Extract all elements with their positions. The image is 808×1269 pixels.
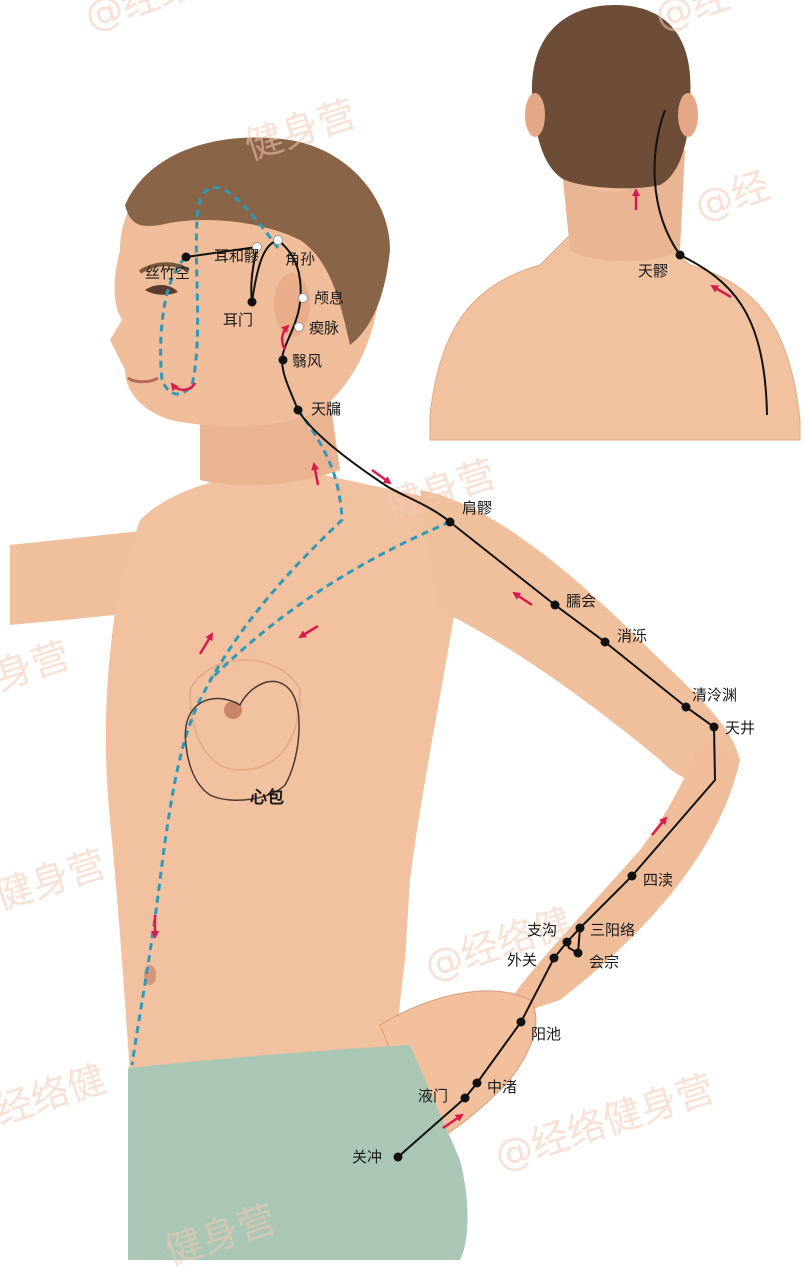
arrow	[298, 624, 319, 639]
watermark: 身营	[0, 633, 75, 698]
label-erheliao: 耳和髎	[214, 247, 259, 265]
arrow	[710, 284, 732, 299]
arm-meridian-line	[297, 409, 717, 1158]
acupoint-ermen	[247, 297, 257, 307]
arrow	[371, 468, 392, 485]
neck-meridian-line	[277, 239, 302, 411]
acupoint-tianjing	[709, 722, 719, 732]
label-chimai: 瘈脉	[309, 319, 339, 337]
acupoint-qinglengyuan	[681, 702, 691, 712]
back-view-hair	[531, 5, 691, 189]
acupoint-sanyangluo	[575, 923, 585, 933]
acupoint-yangchi	[516, 1017, 526, 1027]
acupoint-tianliao	[675, 250, 685, 260]
watermark: 健身营	[0, 841, 111, 918]
acupoint-jianliao	[445, 517, 455, 527]
acupoint-naohui	[550, 600, 560, 610]
label-sanyangluo: 三阳络	[590, 921, 635, 939]
acupoint-huizong	[573, 948, 583, 958]
acupoint-zhigou	[562, 937, 572, 947]
label-pericardium: 心包	[250, 787, 284, 808]
acupoint-sizhukong	[181, 252, 191, 262]
label-zhongzhu: 中渚	[487, 1078, 517, 1096]
acupoint-jiaosun	[273, 235, 283, 245]
acupoint-yemen	[460, 1093, 470, 1103]
shorts	[128, 1045, 468, 1260]
eye	[145, 284, 178, 295]
shoulder-internal-path	[208, 520, 451, 682]
mouth	[127, 376, 159, 384]
back-view-ear-left	[525, 93, 545, 137]
pectoral-shadow	[188, 659, 302, 772]
ear	[274, 273, 310, 337]
label-tianjing: 天井	[725, 719, 755, 737]
arrow	[280, 324, 290, 351]
front-view-figure	[10, 137, 740, 1260]
label-huizong: 会宗	[589, 953, 619, 971]
label-yifeng: 翳风	[292, 352, 322, 370]
acupoint-erheliao	[252, 242, 262, 252]
acupoint-dots	[181, 235, 719, 1162]
label-luxi: 颅息	[314, 289, 344, 307]
watermark: @经	[689, 163, 775, 228]
arrow	[442, 1113, 464, 1130]
acupoint-guanchong	[393, 1152, 403, 1162]
label-waiguan: 外关	[507, 951, 537, 969]
hair	[125, 137, 390, 345]
label-guanchong: 关冲	[352, 1148, 382, 1166]
acupoint-xiaoluo	[600, 637, 610, 647]
neck-internal-path	[130, 409, 344, 1066]
label-yangchi: 阳池	[531, 1025, 561, 1043]
acupoint-chimai	[294, 322, 304, 332]
watermark: @经	[649, 0, 735, 39]
acupoint-luxi	[298, 293, 308, 303]
right-forearm	[500, 740, 740, 1020]
back-view-shoulders	[429, 229, 801, 441]
watermark: @经络健身营	[489, 1066, 719, 1178]
label-tianliao: 天髎	[638, 262, 668, 280]
watermark: @经络	[79, 0, 201, 39]
nipple	[224, 701, 242, 719]
label-sidu: 四渎	[643, 871, 673, 889]
internal-branch-paths	[130, 185, 451, 1066]
watermark: 经络健	[0, 1056, 111, 1133]
back-view-ear-right	[678, 93, 698, 137]
acupoint-waiguan	[549, 953, 559, 963]
arrow	[651, 816, 668, 836]
arrow	[512, 591, 533, 607]
acupoint-tianyou	[293, 405, 303, 415]
label-jianliao: 肩髎	[462, 499, 492, 517]
label-naohui: 臑会	[566, 592, 596, 610]
label-ermen: 耳门	[223, 311, 253, 329]
label-zhigou: 支沟	[527, 921, 557, 939]
acupoint-yifeng	[278, 355, 288, 365]
acupoint-sidu	[627, 871, 637, 881]
pericardium-outline	[184, 680, 300, 801]
torso	[105, 470, 465, 1075]
arrow	[311, 462, 320, 486]
acupoint-labels: 丝竹空 耳和髎 角孙 耳门 颅息 瘈脉 翳风 天牖 肩髎 臑会 消泺 清泠渊 天…	[145, 247, 755, 1166]
label-tianyou: 天牖	[311, 400, 341, 418]
arrow	[198, 632, 214, 655]
label-yemen: 液门	[418, 1087, 448, 1105]
back-view-figure	[429, 5, 801, 441]
label-sizhukong: 丝竹空	[145, 264, 190, 282]
arrow	[170, 382, 197, 392]
face-internal-path	[159, 185, 280, 396]
right-upper-arm	[420, 490, 740, 783]
eyebrow	[138, 262, 190, 274]
label-xiaoluo: 消泺	[617, 627, 647, 645]
acupoint-zhongzhu	[472, 1078, 482, 1088]
label-jiaosun: 角孙	[285, 250, 315, 268]
direction-arrows	[151, 188, 732, 1130]
label-qinglengyuan: 清泠渊	[692, 686, 737, 704]
